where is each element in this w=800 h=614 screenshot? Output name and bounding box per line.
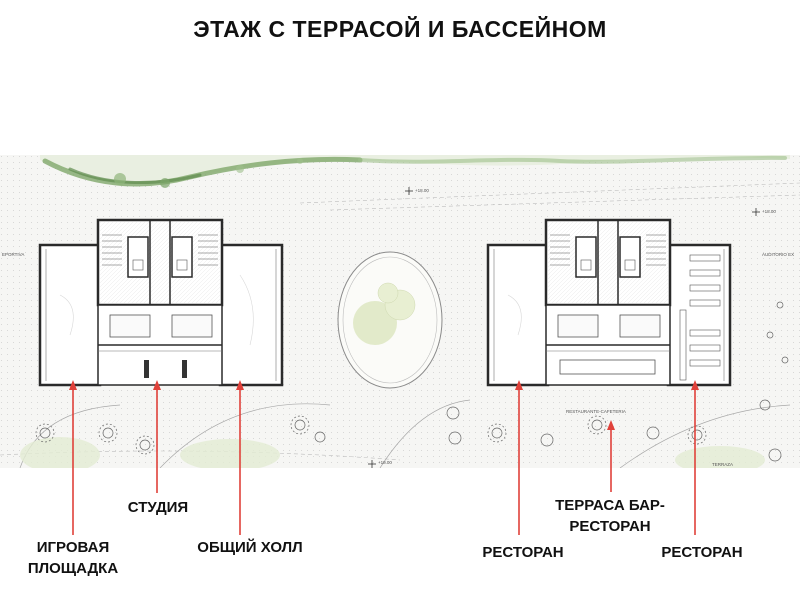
label-auditorio: AUDITORIO EX: [762, 252, 795, 257]
level-mark-right: +18.00: [762, 209, 776, 214]
callout-terrace-bar: ТЕРРАСА БАР-РЕСТОРАН: [540, 495, 680, 537]
label-deportiva: EPORTIVA: [2, 252, 25, 257]
tree-canopies: [20, 437, 765, 468]
callout-studio: СТУДИЯ: [127, 499, 189, 516]
outdoor-furniture: [35, 301, 789, 462]
landscape-curves: [19, 399, 791, 468]
callout-common-hall: ОБЩИЙ ХОЛЛ: [197, 539, 303, 556]
page-title: ЭТАЖ С ТЕРРАСОЙ И БАССЕЙНОМ: [193, 16, 607, 42]
floor-plan: +18.00 +18.00 +18.00 EPORTIVA AUDITORIO …: [0, 155, 800, 468]
greenery-strip: [40, 155, 790, 188]
right-building: [486, 218, 732, 387]
central-oval: [337, 251, 443, 389]
label-terraza: TERRAZA: [712, 462, 734, 467]
floor-plan-drawing: [0, 155, 800, 468]
left-building: [38, 218, 284, 387]
callout-play-area: ИГРОВАЯ ПЛОЩАДКА: [8, 537, 138, 579]
level-mark-bottom: +18.00: [378, 460, 392, 465]
callout-play-area-text: ИГРОВАЯ ПЛОЩАДКА: [27, 539, 119, 577]
level-markers: [368, 187, 760, 468]
callout-restaurant-right: РЕСТОРАН: [661, 544, 743, 561]
level-mark-top: +18.00: [415, 188, 429, 193]
callout-restaurant-left: РЕСТОРАН: [482, 544, 564, 561]
callout-terrace-bar-text: ТЕРРАСА БАР-РЕСТОРАН: [555, 497, 665, 535]
site-lines: [0, 182, 800, 461]
label-restaurante-cafeteria: RESTAURANTE-CAFETERIA: [566, 409, 626, 414]
